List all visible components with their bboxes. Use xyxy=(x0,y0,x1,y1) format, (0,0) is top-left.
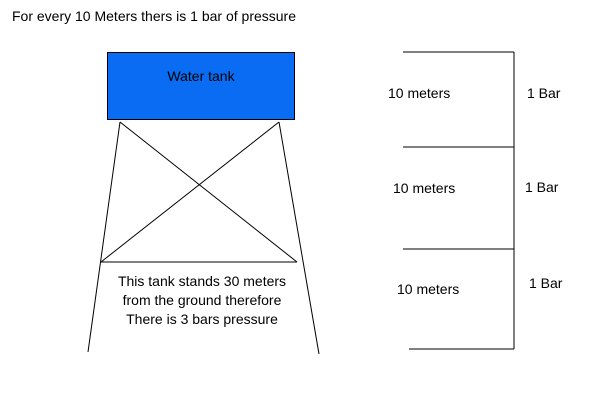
tower-right-leg xyxy=(278,121,320,355)
segment-pressure-label: 1 Bar xyxy=(529,275,563,291)
tower-brace-1 xyxy=(119,121,298,263)
segment-height-label: 10 meters xyxy=(393,180,456,196)
water-tank-label: Water tank xyxy=(167,68,235,84)
segment-pressure-label: 1 Bar xyxy=(525,179,559,195)
tower-brace-2 xyxy=(100,121,280,263)
caption-line: from the ground therefore xyxy=(122,292,282,308)
segment-height-label: 10 meters xyxy=(388,85,451,101)
diagram-heading: For every 10 Meters thers is 1 bar of pr… xyxy=(12,8,296,24)
segment-height-label: 10 meters xyxy=(397,281,460,297)
tower-left-leg xyxy=(87,121,121,353)
water-tank: Water tank xyxy=(107,52,295,120)
caption-line: This tank stands 30 meters xyxy=(117,273,287,289)
tower-caption: This tank stands 30 meters from the grou… xyxy=(80,272,324,329)
caption-line: There is 3 bars pressure xyxy=(126,311,278,327)
segment-pressure-label: 1 Bar xyxy=(527,85,561,101)
